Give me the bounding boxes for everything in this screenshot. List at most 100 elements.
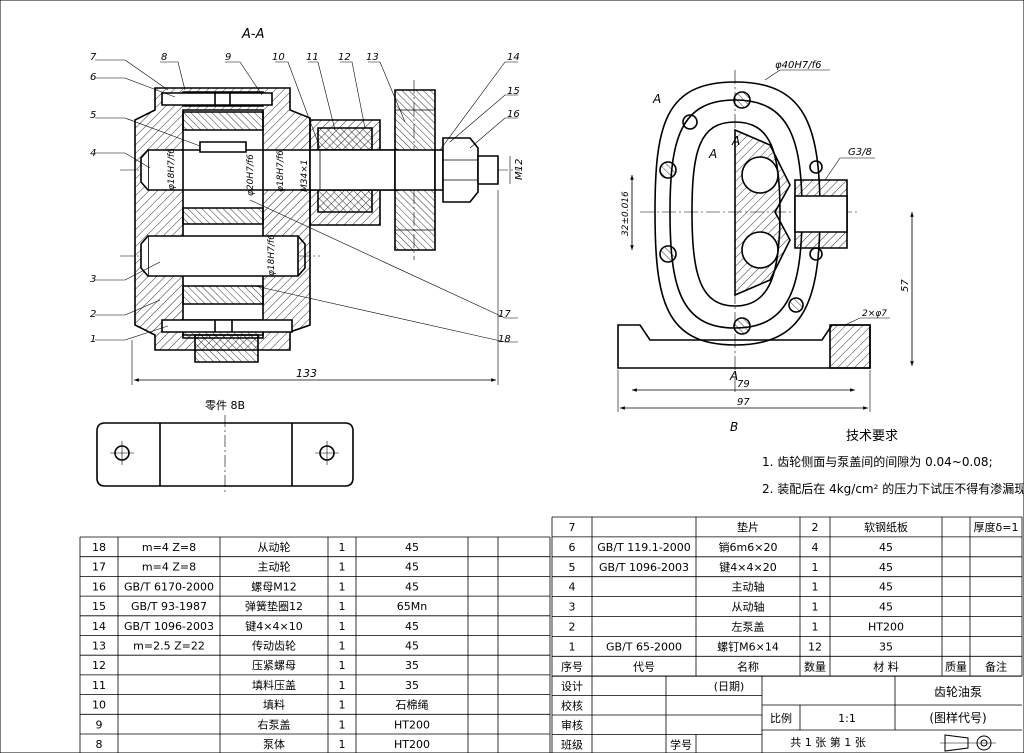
dim-d2: φ20H7/f6: [246, 154, 256, 196]
bom-left-mat: 45: [405, 541, 419, 554]
dim-holes: 2×φ7: [862, 309, 887, 319]
bom-left-mat: 35: [405, 679, 419, 692]
bom-header-name: 名称: [737, 659, 759, 673]
bom-right-qty: 1: [812, 581, 819, 594]
bom-left-code: m=4 Z=8: [142, 541, 196, 554]
dim-bore: φ40H7/f6: [775, 60, 821, 71]
balloon-11: 11: [306, 52, 319, 63]
bom-left-code: GB/T 93-1987: [131, 600, 207, 613]
bom-right-code: GB/T 119.1-2000: [597, 541, 690, 554]
bom-left-qty: 1: [339, 600, 346, 613]
bom-right-no: 3: [569, 601, 576, 614]
bom-left-qty: 1: [339, 738, 346, 751]
dim-d1: φ18H7/f6: [167, 148, 177, 190]
bom-left-qty: 1: [339, 620, 346, 633]
bom-header-note: 备注: [985, 659, 1007, 673]
dim-thread: M34×1: [300, 160, 310, 192]
bom-right-mat: HT200: [868, 621, 904, 634]
bom-left-mat: HT200: [394, 718, 430, 731]
dim-d3: φ18H7/f6: [276, 150, 286, 192]
dim-center: 32±0.016: [621, 191, 631, 236]
bom-left-name: 主动轮: [258, 560, 291, 574]
balloon-7: 7: [90, 52, 97, 63]
balloon-18: 18: [498, 334, 511, 345]
bom-right-no: 4: [569, 581, 576, 594]
bom-right-no: 5: [569, 561, 576, 574]
bom-right-name: 左泵盖: [732, 620, 765, 634]
balloon-8: 8: [161, 52, 167, 63]
bom-left-qty: 1: [339, 580, 346, 593]
balloon-17: 17: [498, 309, 511, 320]
bom-left-name: 从动轮: [258, 540, 291, 554]
mark-a-inner: A: [731, 134, 740, 148]
technical-requirements: 技术要求 1. 齿轮侧面与泵盖间的间隙为 0.04~0.08; 2. 装配后在 …: [762, 429, 1024, 496]
bom-right-mat: 软钢纸板: [864, 520, 908, 534]
bom-right-name: 螺钉M6×14: [717, 640, 779, 653]
bom-left-qty: 1: [339, 541, 346, 554]
bom-right-code: GB/T 65-2000: [606, 640, 682, 653]
bom-left-name: 泵体: [263, 737, 285, 751]
bom-header-mat: 材 料: [873, 659, 899, 673]
bom-left-qty: 1: [339, 561, 346, 574]
mark-a-bottom: A: [729, 369, 738, 383]
section-view-aa: A-A: [120, 27, 525, 385]
bom-left-qty: 1: [339, 699, 346, 712]
side-view-labels: φ40H7/f6 G3/8 32±0.016 57 2×φ7 79 97 A A…: [621, 60, 911, 434]
part-8b-view: 零件 8B: [97, 399, 353, 492]
bom-left-name: 填料: [263, 698, 285, 712]
balloon-9: 9: [225, 52, 231, 63]
balloon-3: 3: [90, 274, 96, 285]
bom-left-code: m=2.5 Z=22: [133, 640, 205, 653]
bom-left-qty: 1: [339, 659, 346, 672]
bom-right-mat: 45: [879, 561, 893, 574]
bom-left-mat: 65Mn: [397, 600, 427, 613]
bom-right-qty: 1: [812, 621, 819, 634]
bom-header-qty: 数量: [804, 660, 826, 673]
bom-left-mat: 石棉绳: [396, 698, 429, 712]
bom-header-code: 代号: [633, 660, 655, 673]
bom-left-no: 14: [92, 620, 106, 633]
bom-left-qty: 1: [339, 640, 346, 653]
title-date: (日期): [714, 680, 745, 693]
bom-right-name: 从动轴: [732, 600, 765, 614]
bom-left-no: 18: [92, 541, 106, 554]
bom-left-name: 螺母M12: [251, 580, 297, 593]
tech-line-1: 1. 齿轮侧面与泵盖间的间隙为 0.04~0.08;: [762, 454, 993, 469]
title-scale: 1:1: [838, 712, 856, 725]
balloon-16: 16: [507, 109, 520, 120]
bom-right-mat: 35: [879, 640, 893, 653]
dim-width: 133: [296, 367, 317, 380]
bom-right-mat: 45: [879, 601, 893, 614]
balloon-13: 13: [366, 52, 379, 63]
dim-pipe: G3/8: [848, 147, 872, 158]
bom-right-no: 6: [569, 541, 576, 554]
bom-right-name: 销6m6×20: [719, 540, 778, 554]
bom-right-qty: 4: [812, 541, 819, 554]
balloon-10: 10: [272, 52, 285, 63]
balloon-4: 4: [90, 148, 96, 159]
balloon-15: 15: [507, 86, 520, 97]
projection-symbol-icon: [940, 735, 996, 751]
tech-title: 技术要求: [846, 429, 898, 444]
bom-left-name: 填料压盖: [252, 678, 296, 692]
title-design: 设计: [561, 680, 583, 693]
title-student_no: 学号: [670, 738, 692, 752]
bom-left-no: 11: [92, 679, 106, 692]
bom-left-mat: 45: [405, 640, 419, 653]
tech-line-2: 2. 装配后在 4kg/cm² 的压力下试压不得有渗漏现象.: [762, 481, 1024, 496]
balloon-numbers: 1 2 3 4 5 6 7 8 9 10 11 12 13 14 15 16 1…: [90, 52, 520, 345]
dim-d4: φ18H7/f6: [267, 234, 277, 276]
balloon-12: 12: [338, 52, 351, 63]
balloon-1: 1: [90, 334, 96, 345]
bom-right-mat: 45: [879, 581, 893, 594]
bom-left-name: 压紧螺母: [252, 659, 296, 672]
title-sheets: 共 1 张 第 1 张: [790, 735, 865, 749]
dim-nut: M12: [514, 159, 525, 180]
title-drawing-code: (图样代号): [929, 710, 986, 725]
bom-left-qty: 1: [339, 679, 346, 692]
title-product: 齿轮油泵: [934, 685, 982, 699]
bom-left-no: 16: [92, 580, 106, 593]
